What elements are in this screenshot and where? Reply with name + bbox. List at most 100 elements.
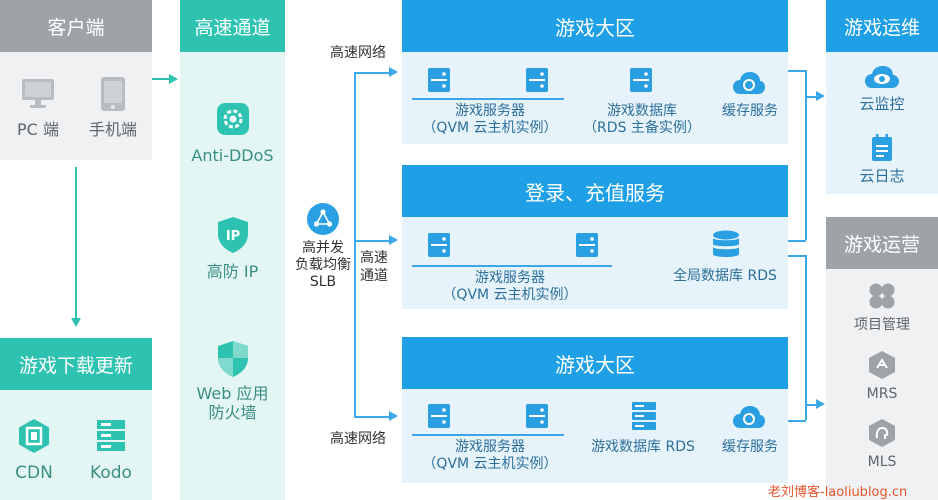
load-balancer-icon <box>307 203 339 235</box>
download-title: 游戏下载更新 <box>18 354 133 377</box>
server-icon <box>428 404 450 428</box>
waf-node[interactable]: Web 应用 防火墙 <box>180 340 285 422</box>
pc-node[interactable]: PC 端 <box>8 78 68 139</box>
login-out-line <box>788 240 806 242</box>
ops-trunk-line <box>805 70 807 240</box>
branch-top-arrow <box>389 67 398 77</box>
cloud-monitor-icon <box>865 66 899 88</box>
net-label-top: 高速网络 <box>330 45 386 61</box>
login-title: 登录、充值服务 <box>525 180 665 205</box>
login-server-divider <box>412 265 612 267</box>
slb-label-line3: SLB <box>309 274 337 290</box>
log-document-icon <box>872 134 892 161</box>
zone2-server-line2: （QVM 云主机实例） <box>422 456 558 472</box>
monitor-icon <box>22 79 54 108</box>
server-icon <box>576 233 598 257</box>
client-title: 客户端 <box>47 16 105 39</box>
mls-brain-icon <box>869 419 895 447</box>
zone2-header: 游戏大区 <box>402 337 788 389</box>
zone2-db-label: 游戏数据库 RDS <box>591 439 695 455</box>
project-grid-icon <box>869 283 895 309</box>
channel-title: 高速通道 <box>194 16 271 39</box>
client-to-download-arrow <box>71 318 81 327</box>
zone2-server-label: 游戏服务器 （QVM 云主机实例） <box>402 439 578 473</box>
to-operation-arrow <box>816 399 825 409</box>
firewall-shield-icon <box>217 341 248 377</box>
zone1-db-line1: 游戏数据库 <box>607 103 677 119</box>
download-header: 游戏下载更新 <box>0 338 152 390</box>
client-to-download-line <box>75 167 77 319</box>
login-header: 登录、充值服务 <box>402 165 788 217</box>
project-node[interactable]: 项目管理 <box>826 282 938 335</box>
zone1-header: 游戏大区 <box>402 0 788 52</box>
antiddos-node[interactable]: Anti-DDoS <box>180 102 285 165</box>
zone2-title: 游戏大区 <box>555 352 635 377</box>
kodo-node[interactable]: Kodo <box>82 418 140 483</box>
zone1-db-label: 游戏数据库 （RDS 主备实例） <box>578 103 706 137</box>
ip-node[interactable]: IP 高防 IP <box>180 216 285 281</box>
database-server-icon <box>630 68 652 92</box>
zone1-out-line <box>788 70 806 72</box>
zone1-server-divider <box>412 98 564 100</box>
mobile-phone-icon <box>101 77 125 111</box>
login-out-line2 <box>788 255 806 257</box>
cdn-icon <box>19 419 49 453</box>
database-icon <box>713 230 739 257</box>
zone1-cache-label: 缓存服务 <box>722 103 778 119</box>
zone1-server-line1: 游戏服务器 <box>455 103 525 119</box>
channel-header: 高速通道 <box>180 0 285 52</box>
mls-node[interactable]: MLS <box>826 418 938 472</box>
zone1-title: 游戏大区 <box>555 15 635 40</box>
log-label: 云日志 <box>859 167 905 185</box>
login-server-line2: （QVM 云主机实例） <box>442 287 578 303</box>
login-server-line1: 游戏服务器 <box>475 270 545 286</box>
channel-label-line2: 通道 <box>360 268 388 284</box>
monitor-label: 云监控 <box>859 95 905 113</box>
channel-label-line1: 高速 <box>360 250 388 266</box>
zone2-server-divider <box>412 434 564 436</box>
operation-title: 游戏运营 <box>843 233 920 256</box>
operation-header: 游戏运营 <box>826 217 938 269</box>
client-header: 客户端 <box>0 0 152 52</box>
cache-cloud-icon <box>733 72 765 94</box>
svg-text:IP: IP <box>225 229 239 244</box>
ops-title: 游戏运维 <box>843 16 920 39</box>
antiddos-label: Anti-DDoS <box>191 146 274 165</box>
server-icon <box>526 68 548 92</box>
zone2-server-line1: 游戏服务器 <box>455 439 525 455</box>
operation-panel <box>826 269 938 500</box>
client-to-channel-arrow <box>169 74 178 84</box>
branch-mid-arrow <box>389 235 398 245</box>
cdn-node[interactable]: CDN <box>8 418 60 483</box>
mrs-node[interactable]: MRS <box>826 350 938 404</box>
zone2-panel <box>402 389 788 483</box>
cache-cloud-icon <box>733 406 765 428</box>
watermark: 老刘博客-laoliublog.cn <box>768 485 908 500</box>
branch-bottom-arrow <box>389 411 398 421</box>
ip-label: 高防 IP <box>206 262 259 281</box>
mobile-label: 手机端 <box>88 120 137 139</box>
slb-label-line2: 负载均衡 <box>295 257 351 273</box>
login-db-label: 全局数据库 RDS <box>673 268 777 284</box>
branch-mid-line <box>354 240 390 242</box>
mobile-node[interactable]: 手机端 <box>82 76 144 139</box>
operation-trunk-line <box>805 255 807 420</box>
zone1-server-line2: （QVM 云主机实例） <box>422 120 558 136</box>
log-node[interactable]: 云日志 <box>826 134 938 185</box>
ops-header: 游戏运维 <box>826 0 938 52</box>
login-server-label: 游戏服务器 （QVM 云主机实例） <box>412 270 608 304</box>
storage-icon <box>97 420 125 451</box>
server-icon <box>526 404 548 428</box>
server-icon <box>428 68 450 92</box>
slb-node[interactable]: 高并发 负载均衡 SLB <box>290 202 356 291</box>
zone2-cache-label: 缓存服务 <box>722 439 778 455</box>
slb-trunk-line <box>354 72 356 417</box>
slb-label-line1: 高并发 <box>302 240 344 256</box>
waf-label-line2: 防火墙 <box>208 403 257 422</box>
waf-label-line1: Web 应用 <box>196 384 269 403</box>
zone2-out-line <box>788 420 806 422</box>
kodo-label: Kodo <box>90 463 132 483</box>
monitor-node[interactable]: 云监控 <box>826 64 938 113</box>
zone1-db-line2: （RDS 主备实例） <box>583 120 701 136</box>
project-label: 项目管理 <box>854 317 910 333</box>
